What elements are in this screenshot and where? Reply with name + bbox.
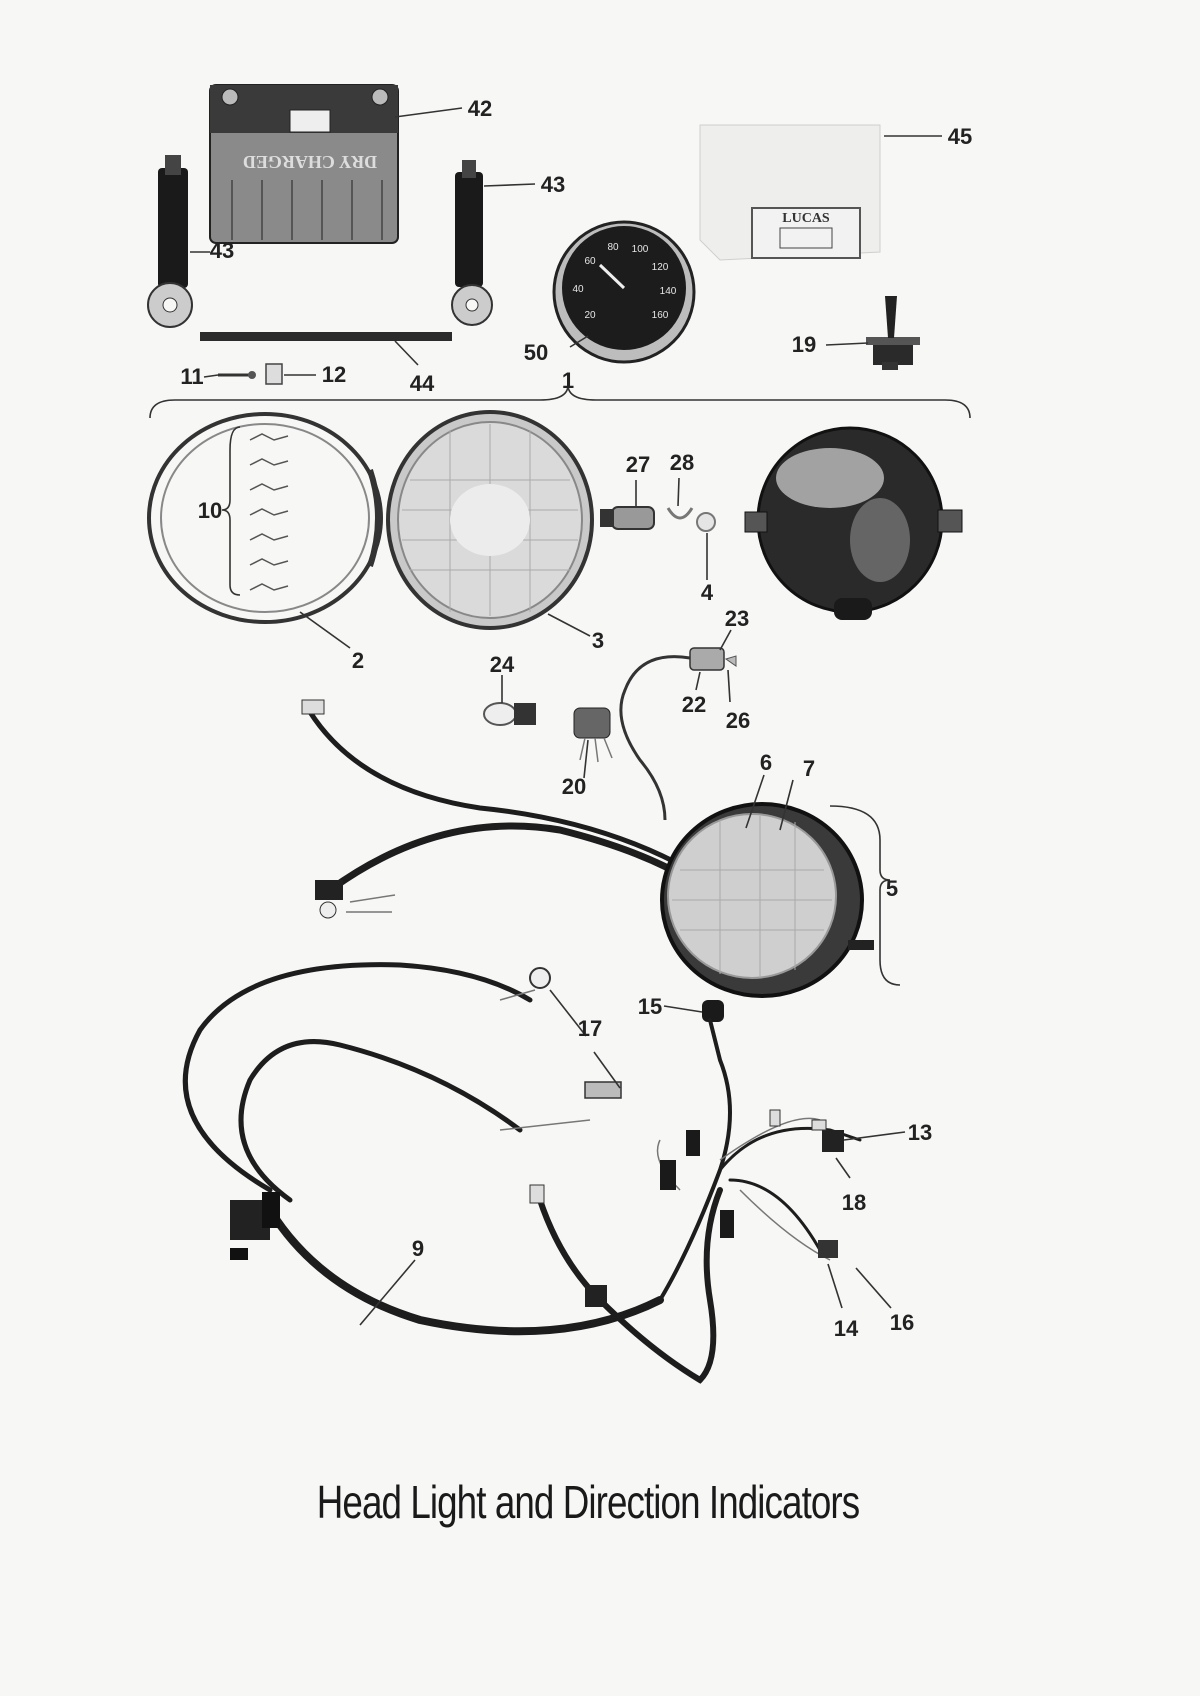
speedo-tick: 40	[572, 284, 584, 295]
light-unit	[386, 410, 594, 630]
callout-15: 15	[638, 994, 662, 1019]
callout-44: 44	[410, 371, 435, 396]
battery-strap-left	[147, 155, 193, 328]
callout-43-right: 43	[541, 172, 565, 197]
switch-brand-label: LUCAS	[782, 211, 830, 226]
speedo-tick: 80	[607, 242, 619, 253]
switch-box: LUCAS	[699, 124, 881, 261]
callout-9: 9	[412, 1236, 424, 1261]
callout-26: 26	[726, 708, 750, 733]
callout-13: 13	[908, 1120, 932, 1145]
callout-16: 16	[890, 1310, 914, 1335]
callout-50: 50	[524, 340, 548, 365]
indicator-bulb-holders	[529, 967, 622, 1099]
headlamp-harness-upper	[301, 699, 694, 919]
callout-12: 12	[322, 362, 346, 387]
headlamp-assembly	[660, 802, 874, 1022]
springs-brace	[221, 426, 241, 596]
callout-18: 18	[842, 1190, 866, 1215]
speedometer: 20 40 60 80 100 120 140 160	[552, 220, 696, 364]
callout-14: 14	[834, 1316, 859, 1341]
battery-strap-bar	[200, 332, 452, 341]
speedo-tick: 160	[652, 310, 669, 321]
callout-11: 11	[180, 364, 203, 389]
grommet	[696, 512, 716, 532]
speedo-tick: 20	[584, 310, 596, 321]
callout-42: 42	[468, 96, 492, 121]
rim-springs	[249, 433, 289, 591]
callout-45: 45	[948, 124, 972, 149]
callout-1: 1	[562, 368, 574, 393]
callout-20: 20	[562, 774, 586, 799]
battery: DRY CHARGED	[209, 84, 399, 244]
callout-5: 5	[886, 876, 898, 901]
clip	[265, 363, 283, 385]
callout-28: 28	[670, 450, 694, 475]
battery-label: DRY CHARGED	[243, 152, 377, 172]
toggle-switch	[866, 296, 920, 370]
callout-43-left: 43	[210, 238, 234, 263]
callout-3: 3	[592, 628, 604, 653]
callout-19: 19	[792, 332, 816, 357]
callout-10: 10	[198, 498, 222, 523]
callout-22: 22	[682, 692, 706, 717]
callout-23: 23	[725, 606, 749, 631]
bulb-holder	[666, 507, 694, 520]
leader-lines	[190, 107, 942, 1326]
callout-2: 2	[352, 648, 364, 673]
callout-17: 17	[578, 1016, 602, 1041]
main-wiring-harness	[182, 962, 862, 1384]
callout-4: 4	[701, 580, 714, 605]
speedo-tick: 60	[584, 256, 596, 267]
pilot-lamp-lead	[619, 647, 737, 821]
indicator-bulb	[483, 702, 536, 726]
assembly-bracket	[149, 384, 971, 419]
speedo-tick: 140	[660, 286, 677, 297]
assembly-5-brace	[829, 805, 901, 986]
callout-6: 6	[760, 750, 772, 775]
headlamp-shell	[744, 426, 963, 620]
callout-labels: 1 2 3 4 5 6 7 9 10 11 12 13 14 15 16 17 …	[180, 96, 972, 1341]
figure-caption: Head Light and Direction Indicators	[317, 1476, 860, 1528]
callout-7: 7	[803, 756, 815, 781]
callout-27: 27	[626, 452, 650, 477]
battery-strap-right	[451, 160, 493, 326]
speedo-tick: 100	[632, 244, 649, 255]
pilot-bulb	[600, 506, 655, 530]
headlamp-rim	[147, 412, 383, 624]
bulb-holder-small	[573, 707, 613, 763]
screw	[218, 371, 256, 379]
callout-24: 24	[490, 652, 515, 677]
speedo-tick: 120	[652, 262, 669, 273]
